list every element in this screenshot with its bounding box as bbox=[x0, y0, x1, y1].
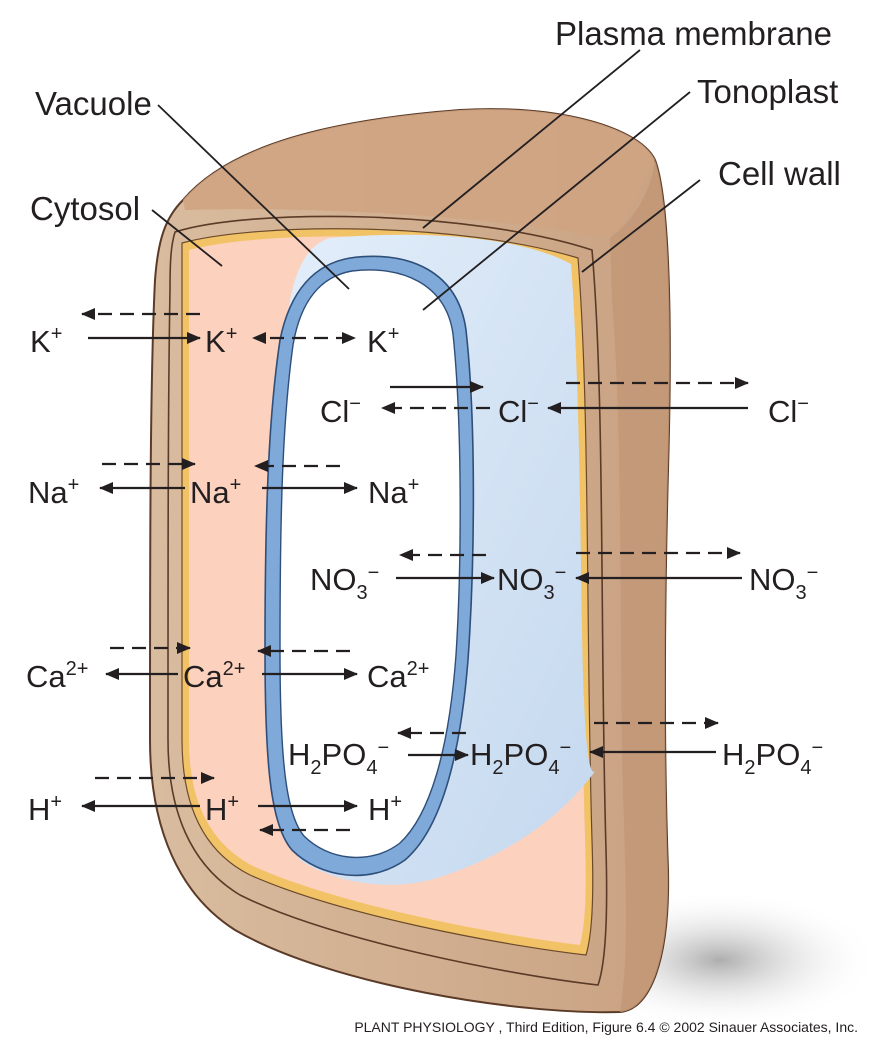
leader-cell-wall bbox=[581, 179, 701, 273]
cell-wall-side bbox=[610, 160, 670, 1012]
ion-k-vacuole: K+ bbox=[367, 323, 399, 359]
arrowhead-k-back bbox=[252, 332, 266, 344]
label-tonoplast: Tonoplast bbox=[697, 73, 838, 110]
ion-cl-outside: Cl− bbox=[768, 393, 809, 429]
leader-vacuole bbox=[157, 104, 350, 290]
no3-row: NO3− NO3− NO3− bbox=[310, 547, 818, 604]
leader-cytosol bbox=[151, 209, 223, 267]
ion-k-outside: K+ bbox=[30, 323, 62, 359]
ca-row: Ca2+ Ca2+ Ca2+ bbox=[26, 642, 429, 694]
ion-na-cytosol: Na+ bbox=[190, 474, 241, 510]
ion-h2po4-cytosol: H2PO4− bbox=[470, 737, 571, 779]
tonoplast-inner bbox=[279, 269, 461, 859]
ion-h-outside: H+ bbox=[28, 791, 62, 827]
ion-h-cytosol: H+ bbox=[205, 791, 239, 827]
ion-h2po4-vacuole: H2PO4− bbox=[288, 737, 389, 779]
cl-row: Cl− Cl− Cl− bbox=[320, 377, 809, 429]
cell-wall-inner-line bbox=[167, 215, 608, 986]
leader-plasma-membrane bbox=[422, 49, 641, 229]
ion-no3-outside: NO3− bbox=[749, 562, 818, 604]
label-plasma-membrane: Plasma membrane bbox=[555, 15, 832, 52]
ion-na-vacuole: Na+ bbox=[368, 474, 419, 510]
ion-ca-vacuole: Ca2+ bbox=[367, 658, 429, 694]
cell-wall-top bbox=[183, 109, 655, 238]
label-cell-wall: Cell wall bbox=[718, 155, 841, 192]
na-row: Na+ Na+ Na+ bbox=[28, 458, 419, 510]
ion-k-cytosol: K+ bbox=[205, 323, 237, 359]
leader-tonoplast bbox=[422, 91, 691, 311]
ion-na-outside: Na+ bbox=[28, 474, 79, 510]
figure-credit: PLANT PHYSIOLOGY , Third Edition, Figure… bbox=[354, 1019, 858, 1035]
leader-lines bbox=[151, 49, 701, 311]
ion-h2po4-outside: H2PO4− bbox=[722, 737, 823, 779]
ion-no3-cytosol: NO3− bbox=[497, 562, 566, 604]
ion-h-vacuole: H+ bbox=[368, 791, 402, 827]
h2po4-row: H2PO4− H2PO4− H2PO4− bbox=[288, 717, 823, 779]
ion-cl-vacuole: Cl− bbox=[320, 393, 361, 429]
ion-no3-vacuole: NO3− bbox=[310, 562, 379, 604]
ion-cl-cytosol: Cl− bbox=[498, 393, 539, 429]
ion-ca-cytosol: Ca2+ bbox=[183, 658, 245, 694]
label-vacuole: Vacuole bbox=[35, 85, 152, 122]
ion-ca-outside: Ca2+ bbox=[26, 658, 88, 694]
label-cytosol: Cytosol bbox=[30, 190, 140, 227]
k-row: K+ K+ K+ bbox=[30, 308, 399, 359]
h-row: H+ H+ H+ bbox=[28, 772, 402, 836]
